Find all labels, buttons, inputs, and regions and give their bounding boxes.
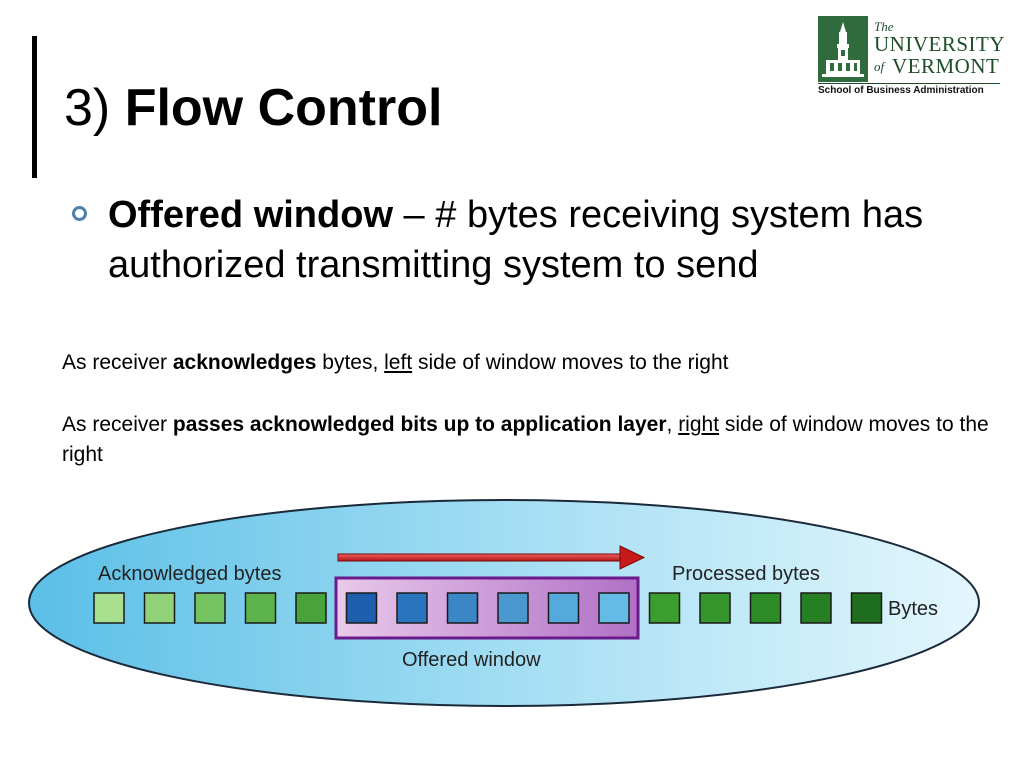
byte-square <box>547 592 580 624</box>
byte-square <box>244 592 277 624</box>
byte-square <box>749 592 782 624</box>
para2-underlined: right <box>678 413 720 436</box>
bullet-definition: – # bytes receiving system has authorize… <box>108 194 924 286</box>
title-text: Flow Control <box>124 79 443 137</box>
slide-title: 3) Flow Control <box>64 78 442 138</box>
para2-pre: As receiver <box>62 413 173 436</box>
tower-crest-icon <box>818 16 868 82</box>
title-number: 3) <box>64 79 111 137</box>
processed-bytes-label: Processed bytes <box>672 563 820 585</box>
para1-bold: acknowledges <box>172 351 317 374</box>
sliding-window-svg: Acknowledged bytes Processed bytes Offer… <box>28 499 980 707</box>
para1-post: side of window moves to the right <box>412 351 729 374</box>
offered-window-frame <box>334 576 640 640</box>
byte-square <box>648 592 681 624</box>
paragraph-acknowledges: As receiver acknowledges bytes, left sid… <box>62 348 992 378</box>
para2-post: side of window moves to the right <box>62 413 989 466</box>
byte-square <box>93 592 125 624</box>
byte-square <box>295 592 327 624</box>
byte-square <box>699 592 731 624</box>
byte-square <box>800 592 832 624</box>
byte-square <box>598 592 630 624</box>
para2-mid: , <box>666 413 679 436</box>
byte-square <box>497 592 529 624</box>
window-move-arrow-icon <box>337 545 646 570</box>
logo-the: The <box>874 19 894 34</box>
offered-window-label: Offered window <box>402 649 541 671</box>
university-logo: The UNIVERSITY of VERMONT School of Busi… <box>818 16 1005 96</box>
byte-square <box>446 592 479 624</box>
byte-square <box>396 592 428 624</box>
byte-row <box>93 592 883 624</box>
byte-square <box>194 592 226 624</box>
logo-university: UNIVERSITY <box>874 32 1005 56</box>
byte-square <box>143 592 176 624</box>
bullet-term: Offered window <box>108 194 393 236</box>
logo-vermont: VERMONT <box>892 54 1000 78</box>
sliding-window-diagram: Acknowledged bytes Processed bytes Offer… <box>26 496 982 710</box>
para1-underlined: left <box>384 351 413 374</box>
para2-bold: passes acknowledged bits up to applicati… <box>172 413 667 436</box>
bullet-offered-window: Offered window – # bytes receiving syste… <box>108 190 988 290</box>
acknowledged-bytes-label: Acknowledged bytes <box>98 563 281 585</box>
logo-school-name: School of Business Administration <box>818 83 1000 96</box>
bullet-ring-icon <box>72 206 87 221</box>
para1-mid: bytes, <box>316 351 385 374</box>
paragraph-passes-up: As receiver passes acknowledged bits up … <box>62 410 992 470</box>
para1-pre: As receiver <box>62 351 173 374</box>
bytes-label: Bytes <box>888 598 938 620</box>
byte-square <box>345 592 378 624</box>
byte-square <box>850 592 883 624</box>
logo-of: of <box>874 59 885 74</box>
title-accent-bar <box>32 36 37 178</box>
